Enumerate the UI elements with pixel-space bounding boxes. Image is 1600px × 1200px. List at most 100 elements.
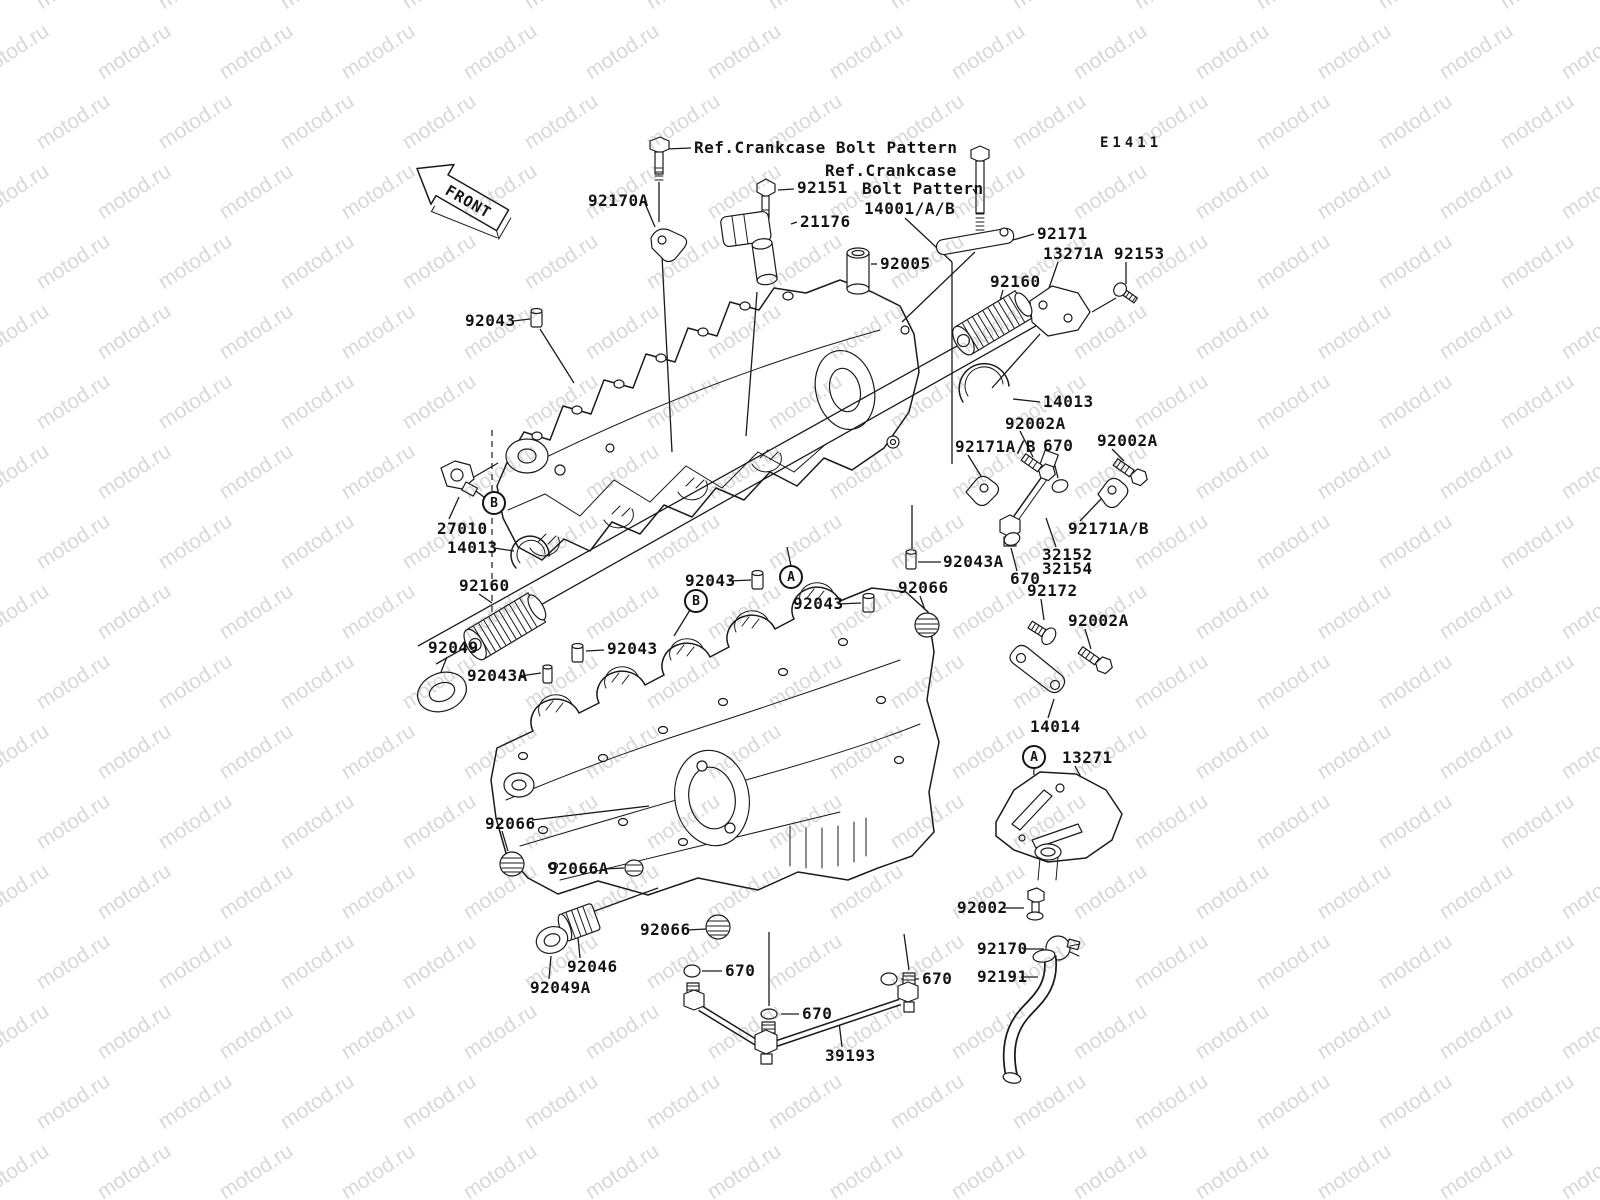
label-92066: 92066 [485,814,536,833]
label-92043: 92043 [793,594,844,613]
bracket-plate-13271a [1029,285,1091,337]
label-92170: 92170 [977,939,1028,958]
upper-crankcase-drawing [496,279,920,561]
label-92002a: 92002A [1097,431,1158,450]
lower-crankcase-drawing [490,582,940,896]
label-92191: 92191 [977,967,1028,986]
label-92171: 92171 [1037,224,1088,243]
leader-line [531,805,650,821]
ref-note-line2: Bolt Pattern [862,179,984,198]
leader-line [967,454,982,477]
link-arm-14014 [1009,644,1066,694]
label-92043a: 92043A [943,552,1004,571]
leader-line [665,147,692,150]
front-direction-arrow: FRONT [416,163,512,241]
leader-line [1012,233,1035,241]
o-ring-670-a [683,964,701,978]
oil-pipe-92160-right [952,290,1033,356]
label-92151: 92151 [797,178,848,197]
plug-92066-lower [705,914,731,940]
label-92066a: 92066A [548,859,609,878]
label-92043a: 92043A [467,666,528,685]
label-39193: 39193 [825,1046,876,1065]
oil-seal-92049 [417,671,467,713]
label-14013: 14013 [447,538,498,557]
leader-line [448,496,460,520]
label-670: 670 [725,961,756,980]
label-670: 670 [922,969,953,988]
sensor-21176 [720,210,778,286]
leader-line [790,221,798,225]
leader-line [919,595,926,611]
label-21176: 21176 [800,212,851,231]
leader-line [585,649,605,652]
label-14013: 14013 [1043,392,1094,411]
leader-line [539,328,575,384]
label-670: 670 [1010,569,1041,588]
ring-14013-left [510,535,550,569]
breather-plate-13271 [995,771,1123,881]
bolt-14001-long [970,145,990,231]
leader-line [478,593,493,604]
leader-line [1012,398,1041,403]
screw-92172 [1027,620,1057,646]
leader-line [1079,498,1102,522]
label-13271: 13271 [1062,748,1113,767]
clamp-92171ab-upper [965,475,1000,507]
leader-line [991,333,1041,389]
breather-hose-92191 [1002,949,1058,1084]
dowel-pin-92043a-left [542,664,553,684]
view-marker-b: B [684,589,708,613]
leader-line [440,656,448,673]
dowel-pin-92043-b [751,569,764,590]
label-92171a-b: 92171A/B [1068,519,1150,538]
leader-line [548,955,552,980]
leader-line [501,830,509,852]
leader-line [903,933,910,971]
label-13271a-92153: 13271A 92153 [1043,244,1165,263]
leader-line [1091,297,1117,313]
dowel-pin-92043a-right [905,549,917,570]
label-670: 670 [802,1004,833,1023]
label-92049: 92049 [428,638,479,657]
bolt-92002 [1026,887,1045,921]
oil-pipe-39193 [683,972,919,1065]
ref-note-line1: Ref.Crankcase [825,161,957,180]
leader-line [1010,547,1018,572]
diagram-code: E1411 [1100,135,1163,151]
leader-line [1047,698,1055,719]
leader-line [745,291,758,437]
plug-92066-left [499,851,525,877]
label-92002: 92002 [957,898,1008,917]
label-14001-a-b: 14001/A/B [864,199,956,218]
bolt-92151 [756,178,776,219]
label-92160: 92160 [459,576,510,595]
bolt-92002a-3 [1077,646,1113,675]
label-92043: 92043 [607,639,658,658]
leader-line [493,547,515,552]
label-92160: 92160 [990,272,1041,291]
leader-line [1040,598,1045,621]
bolt-92002a-2 [1112,458,1148,487]
bolt-92170a [649,136,670,181]
needle-bearing-92046 [557,903,601,942]
plug-92066-upper [914,612,940,638]
leader-line [604,867,625,870]
label-92066: 92066 [640,920,691,939]
label-92043: 92043 [465,311,516,330]
leader-line [519,672,542,677]
leader-line [512,318,531,322]
leader-line [643,200,656,228]
o-ring-670-b [760,1008,778,1020]
view-marker-a: A [1022,745,1046,769]
o-ring-670-2 [1003,532,1021,546]
leader-line [1048,261,1059,289]
view-marker-a: A [779,565,803,589]
leader-line [728,579,752,582]
leader-line [1111,448,1125,462]
bolt-92002a-1 [1020,453,1056,482]
leader-line [473,462,499,478]
leader-line [686,928,707,931]
leader-line [417,301,1037,647]
